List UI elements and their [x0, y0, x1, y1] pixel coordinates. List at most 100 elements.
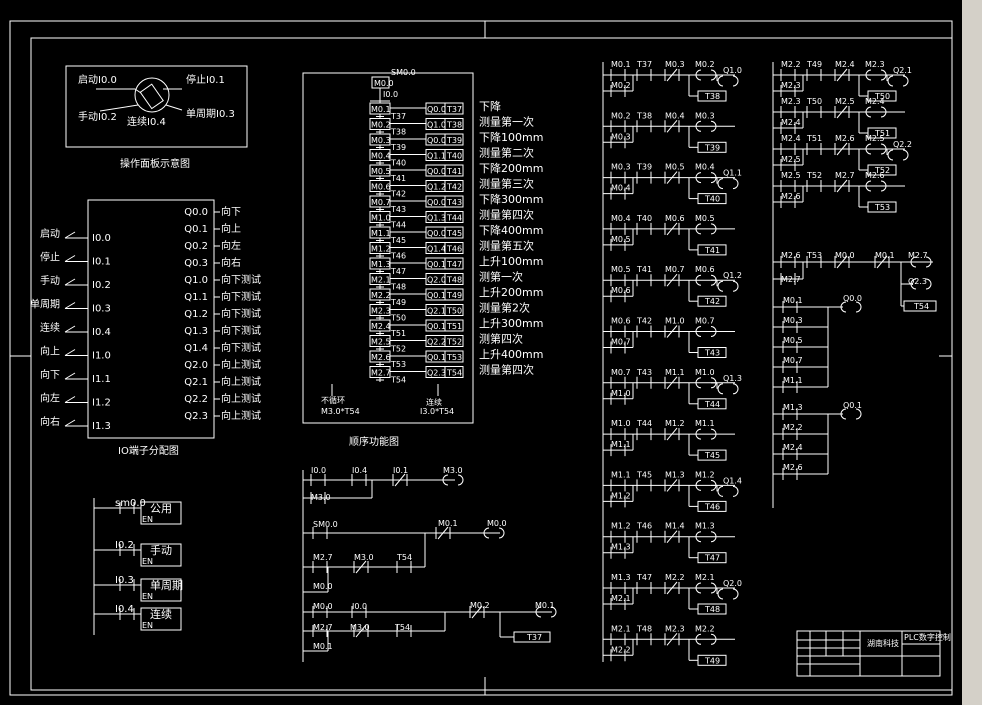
io-output-addr: Q0.1 [184, 224, 208, 235]
io-terminal-title: IO端子分配图 [118, 444, 179, 457]
scrollbar[interactable] [962, 0, 982, 705]
sfc-step-timer: T40 [446, 152, 462, 161]
coil-icon [717, 178, 739, 190]
coil-icon [887, 149, 909, 161]
sfc-loop-label: 连续 [426, 397, 442, 407]
sfc-step-out: Q0.0 [427, 136, 446, 145]
rung-contact-a: M1.1 [611, 470, 631, 479]
coil-icon [442, 474, 464, 486]
rung-contact-t: T46 [636, 522, 652, 531]
sfc-step-out: Q2.1 [427, 307, 446, 316]
rung-contact-c: M1.3 [665, 470, 685, 479]
r3-contact-2: I0.0 [352, 602, 367, 611]
sfc-transition: T42 [390, 190, 406, 199]
r3-contact-3: M0.2 [470, 601, 490, 610]
subroutine-en: EN [142, 515, 153, 524]
io-output-addr: Q1.4 [184, 343, 208, 354]
sfc-step-m: M1.3 [371, 260, 391, 269]
sfc-title: 顺序功能图 [349, 435, 399, 448]
subroutine-en: EN [142, 621, 153, 630]
rung-contact-t: T37 [636, 60, 652, 69]
sfc-transition: T51 [390, 329, 406, 338]
subroutine-name: 手动 [150, 543, 172, 557]
sfc-no-loop-label: 不循环 [321, 395, 345, 405]
subroutine-contact: I0.3 [115, 575, 134, 586]
subroutine-block [140, 501, 182, 525]
rung-contact-c1: M0.0 [835, 251, 855, 260]
io-input-addr: I0.1 [92, 257, 111, 268]
rung-contact-c: M1.0 [665, 317, 685, 326]
rung-output: Q2.3 [908, 277, 927, 286]
rung-timer-box [867, 127, 897, 139]
rung-contact-t: T47 [636, 573, 652, 582]
sfc-transition: T54 [390, 376, 406, 385]
sfc-step-timer: T49 [446, 291, 462, 300]
sfc-step-timer: T41 [446, 167, 462, 176]
rung-contact-c: M1.1 [665, 368, 685, 377]
ladder-start-stop: I0.0 I0.4 I0.1 M3.0 M3.0 SM0.0 M0.1 M0.0… [302, 466, 557, 662]
sfc-step-m: M0.2 [371, 121, 391, 130]
rung-contact-a: M0.7 [611, 368, 631, 377]
rung-branch: M2.6 [781, 192, 801, 201]
r1-coil: M3.0 [443, 466, 463, 475]
coil-icon [695, 531, 717, 543]
coil-icon [717, 588, 739, 600]
q00-contact: M0.5 [783, 336, 803, 345]
rung-output: Q2.0 [723, 579, 742, 588]
sfc-transition: T45 [390, 236, 406, 245]
rung-contact-a: M0.6 [611, 317, 631, 326]
q01-contact: M2.2 [783, 423, 803, 432]
rung-coil: M2.2 [695, 624, 715, 633]
sfc-step-m: M1.2 [371, 245, 391, 254]
rung-coil: M1.2 [695, 470, 715, 479]
sfc-step-desc: 上升300mm [479, 317, 543, 330]
sfc-step-out: Q0.1 [427, 291, 446, 300]
rung-coil: M2.3 [865, 60, 885, 69]
rung-timer: T51 [874, 129, 890, 138]
coil-icon [695, 120, 717, 132]
sfc-transition: T50 [390, 314, 406, 323]
rung-contact-c: M0.5 [665, 163, 685, 172]
sfc-transition: T48 [390, 283, 406, 292]
rung-timer: T42 [704, 297, 720, 306]
rung-contact-c: M2.5 [835, 97, 855, 106]
rung-contact-t: T42 [636, 317, 652, 326]
io-output-label: 向上测试 [221, 375, 261, 388]
sfc-step-m: M1.0 [371, 214, 391, 223]
sfc-transition: T46 [390, 252, 406, 261]
r3-coil: M0.1 [535, 601, 555, 610]
rung-timer-box [867, 90, 897, 102]
sfc-step-out: Q1.0 [427, 121, 446, 130]
sfc-step-m: M2.6 [371, 353, 391, 362]
rung-timer: T48 [704, 605, 720, 614]
subroutine-block [140, 607, 182, 631]
rung-branch: M2.2 [611, 645, 631, 654]
rung-contact-c: M0.3 [665, 60, 685, 69]
io-output-label: 向右 [221, 256, 241, 269]
coil-icon [865, 106, 887, 118]
sfc-step-m: M2.7 [371, 369, 391, 378]
io-input-label: 向上 [40, 345, 60, 358]
mode-selector-knob-icon [134, 77, 170, 113]
sfc-step-m: M0.3 [371, 136, 391, 145]
rung-timer: T52 [874, 166, 890, 175]
rung-timer: T40 [704, 195, 720, 204]
sfc-step-out: Q0.1 [427, 260, 446, 269]
rung-output: Q1.0 [723, 66, 742, 75]
rung-contact-c: M0.4 [665, 111, 685, 120]
rung-contact-a: M0.3 [611, 163, 631, 172]
sfc-step-m: M2.3 [371, 307, 391, 316]
io-input-label: 单周期 [30, 299, 60, 311]
sfc-step-desc: 下降 [479, 99, 501, 113]
io-output-label: 向下测试 [221, 341, 261, 354]
rung-contact-t: T49 [806, 60, 822, 69]
rung-timer-box [697, 603, 727, 615]
sfc-step-out: Q0.1 [427, 353, 446, 362]
sfc-step-desc: 测量第三次 [479, 177, 534, 191]
rung-timer-box [697, 244, 727, 256]
io-output-label: 向下测试 [221, 307, 261, 320]
sfc-transition: T44 [390, 221, 406, 230]
sfc-step-timer: T37 [446, 105, 462, 114]
